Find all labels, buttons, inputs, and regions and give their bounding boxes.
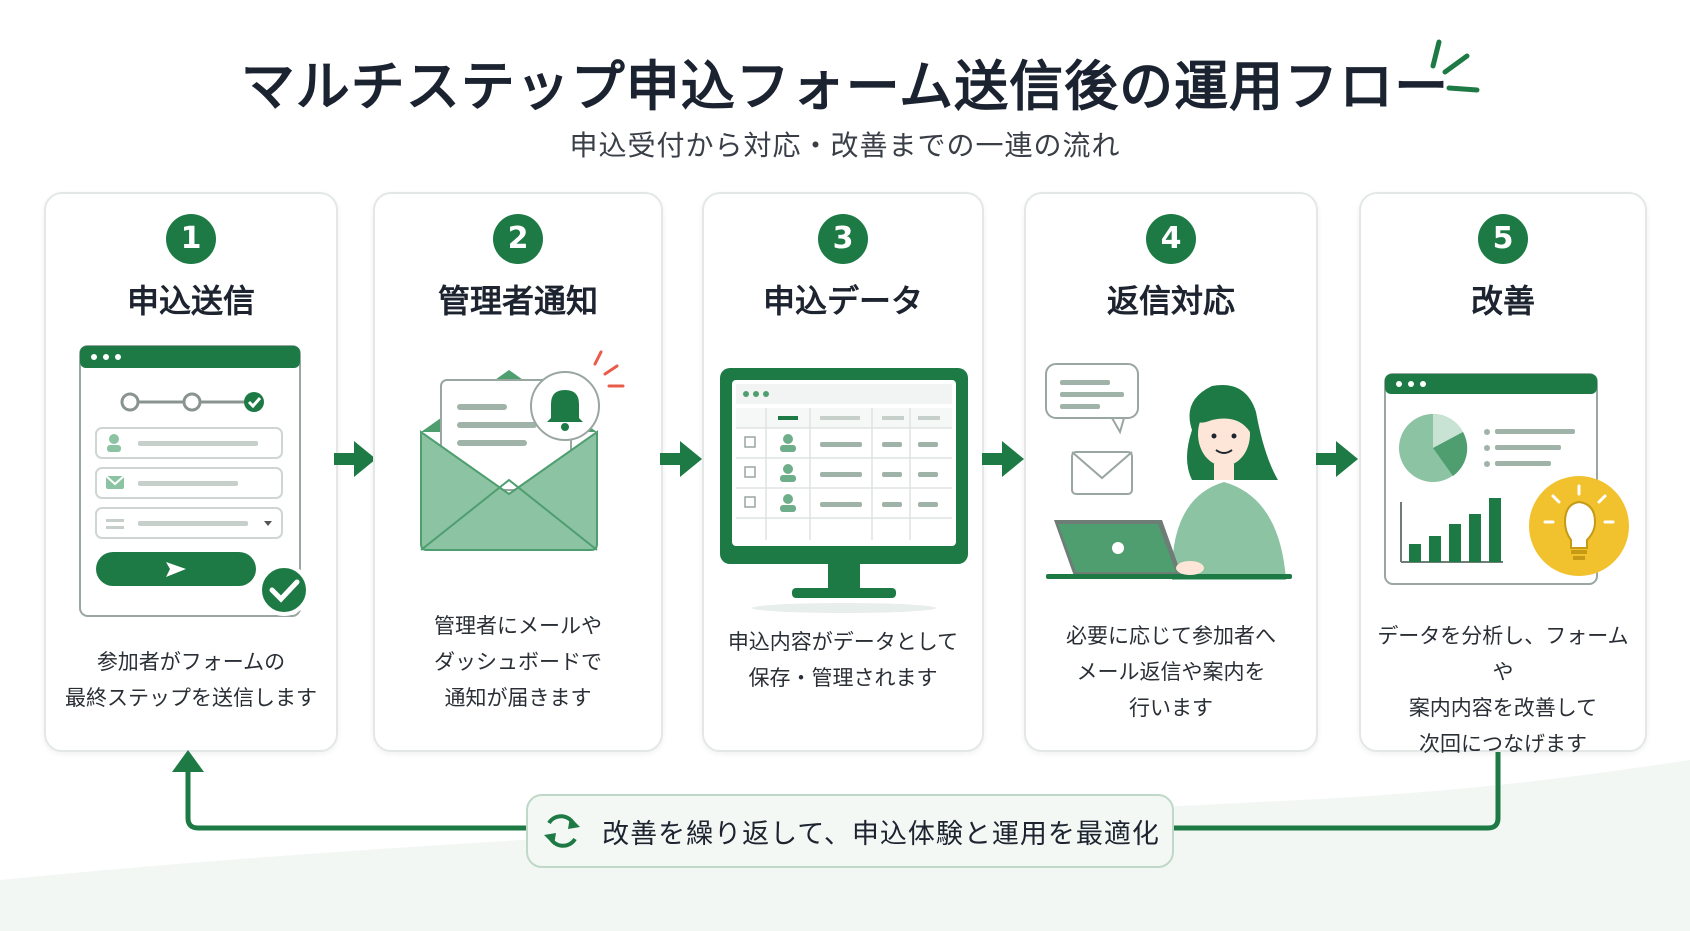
flow-arrow-icon — [1316, 441, 1358, 477]
step-number-badge: 4 — [1146, 214, 1196, 264]
analytics-lightbulb-illustration — [1384, 373, 1629, 585]
person-laptop-illustration — [1045, 363, 1292, 580]
step-card-4: 4 返信対応 必要に応じて参加者へ メール返信や案内を 行います — [1024, 192, 1318, 752]
step-title: 返信対応 — [1106, 282, 1235, 320]
step-description: 管理者にメールや ダッシュボードで 通知が届きます — [434, 614, 602, 710]
step-card-3: 3 申込データ — [702, 192, 984, 752]
step-card-1: 1 申込送信 参加者がフォームの 最終ステップを送信します — [44, 192, 338, 752]
page-title: マルチステップ申込フォーム送信後の運用フロー — [240, 55, 1450, 118]
flow-arrow-icon — [982, 441, 1024, 477]
step-card-2: 2 管理者通知 管理者にメールや ダッシュボードで 通知が届きます — [373, 192, 663, 752]
flow-arrow-icon — [334, 441, 376, 477]
form-window-illustration — [79, 345, 310, 617]
page-subtitle: 申込受付から対応・改善までの一連の流れ — [569, 129, 1121, 162]
step-description: 参加者がフォームの 最終ステップを送信します — [65, 650, 317, 710]
step-title: 改善 — [1470, 282, 1535, 320]
step-card-5: 5 改善 データを分析し、フォームや 案内内容を改善して 次回に — [1359, 192, 1647, 756]
flow-arrow-icon — [660, 441, 702, 477]
feedback-loop-label: 改善を繰り返して、申込体験と運用を最適化 — [526, 794, 1174, 868]
step-number-badge: 5 — [1478, 214, 1528, 264]
envelope-bell-illustration — [420, 350, 625, 551]
step-description: 必要に応じて参加者へ メール返信や案内を 行います — [1066, 624, 1276, 720]
sparkle-icon — [1430, 39, 1480, 93]
step-title: 管理者通知 — [437, 282, 598, 320]
monitor-table-illustration — [720, 368, 968, 613]
step-number-badge: 1 — [166, 214, 216, 264]
step-number-badge: 3 — [818, 214, 868, 264]
step-number-badge: 2 — [493, 214, 543, 264]
step-title: 申込データ — [762, 282, 923, 320]
feedback-loop-text: 改善を繰り返して、申込体験と運用を最適化 — [602, 818, 1160, 850]
step-description: 申込内容がデータとして 保存・管理されます — [727, 630, 959, 690]
refresh-cycle-icon — [544, 814, 581, 848]
step-description: データを分析し、フォームや 案内内容を改善して 次回につなげます — [1377, 624, 1629, 756]
step-title: 申込送信 — [126, 282, 255, 320]
